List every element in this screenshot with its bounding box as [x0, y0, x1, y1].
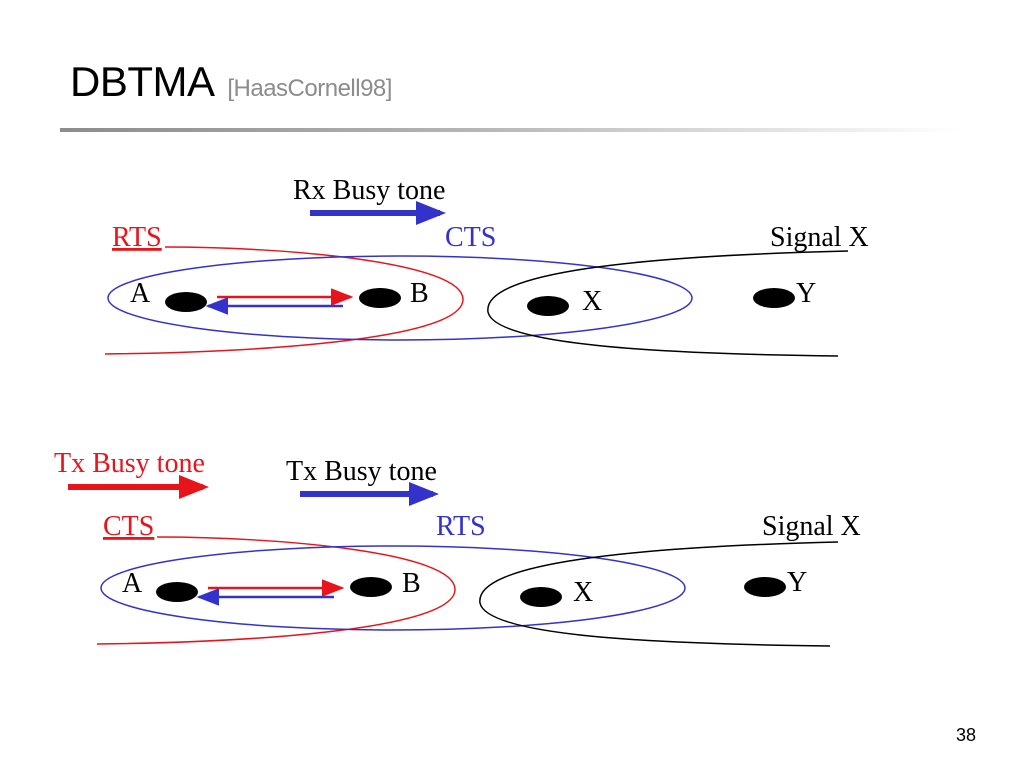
bottom-busy-tone-label: Tx Busy tone	[286, 456, 437, 487]
title-underline	[60, 128, 960, 132]
bottom-rts-label: RTS	[436, 511, 486, 542]
top-node-x	[527, 296, 569, 316]
bottom-cts-range	[96, 536, 456, 645]
top-rts-label: RTS	[112, 222, 162, 253]
title-citation: [HaasCornell98]	[227, 75, 392, 102]
top-signal-label: Signal X	[770, 222, 869, 253]
bottom-node-a-label: A	[122, 568, 143, 599]
bottom-cts-label: CTS	[103, 511, 154, 542]
top-node-a-label: A	[130, 278, 151, 309]
bottom-signal-range	[479, 541, 839, 647]
top-cts-range	[107, 255, 693, 341]
top-scenario: Rx Busy tone RTS CTS Signal X A B X Y	[104, 175, 869, 357]
bottom-node-b-label: B	[402, 568, 421, 599]
bottom-node-y	[744, 577, 786, 597]
bottom-scenario: Tx Busy tone Tx Busy tone CTS RTS Signal…	[54, 448, 861, 647]
top-cts-label: CTS	[445, 222, 496, 253]
top-busy-tone-label: Rx Busy tone	[293, 175, 445, 206]
bottom-rts-range	[100, 545, 686, 631]
top-node-y-label: Y	[796, 278, 816, 309]
top-node-b-label: B	[410, 278, 429, 309]
top-signal-range	[487, 250, 849, 357]
page-number: 38	[956, 725, 977, 745]
bottom-node-a	[156, 582, 198, 602]
top-node-y	[753, 288, 795, 308]
bottom-node-y-label: Y	[787, 567, 807, 598]
bottom-signal-label: Signal X	[762, 511, 861, 542]
bottom-sender-busy-tone-label: Tx Busy tone	[54, 448, 205, 479]
title-text: DBTMA	[70, 58, 213, 105]
bottom-node-b	[350, 577, 392, 597]
top-node-a	[165, 292, 207, 312]
slide-title: DBTMA [HaasCornell98]	[70, 58, 392, 106]
bottom-node-x	[520, 587, 562, 607]
top-node-x-label: X	[582, 286, 602, 317]
top-rts-range	[104, 246, 464, 355]
bottom-node-x-label: X	[573, 577, 593, 608]
top-node-b	[359, 288, 401, 308]
